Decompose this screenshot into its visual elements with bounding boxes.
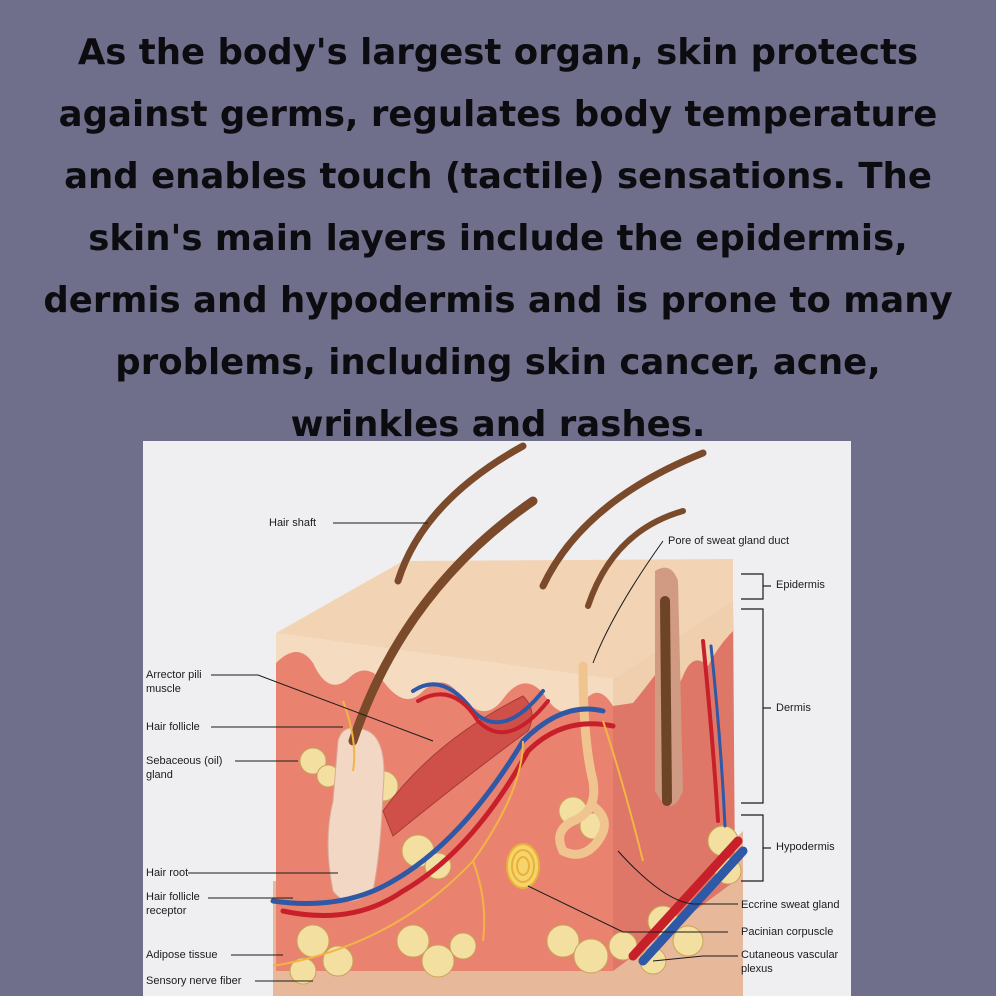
epidermis-top xyxy=(276,559,733,679)
label-sebaceous-gland: Sebaceous (oil) xyxy=(146,755,223,767)
hair-root-right xyxy=(660,596,672,806)
label-dermis: Dermis xyxy=(776,702,811,714)
label-sensory-nerve-fiber: Sensory nerve fiber xyxy=(146,975,242,987)
label-sebaceous-gland-2: gland xyxy=(146,769,173,781)
label-arrector-pili: Arrector pili xyxy=(146,669,202,681)
label-epidermis: Epidermis xyxy=(776,579,825,591)
label-cutaneous-vascular-plexus: Cutaneous vascular xyxy=(741,949,839,961)
blood-vessels xyxy=(270,639,748,966)
sweat-gland-duct xyxy=(555,661,609,859)
label-hair-shaft: Hair shaft xyxy=(269,517,317,529)
headline-line: dermis and hypodermis and is prone to ma… xyxy=(43,280,953,321)
headline-line: wrinkles and rashes. xyxy=(290,404,706,445)
label-hair-follicle-receptor: Hair follicle xyxy=(146,891,200,903)
label-cutaneous-vascular-plexus-2: plexus xyxy=(741,963,773,975)
headline-line: and enables touch (tactile) sensations. … xyxy=(64,156,932,197)
layer-brackets xyxy=(741,573,771,882)
skin-diagram: Hair shaft Pore of sweat gland duct Epid… xyxy=(143,441,851,996)
label-arrector-pili-2: muscle xyxy=(146,683,181,695)
hair-follicle xyxy=(327,727,385,902)
skin-cross-section-illustration xyxy=(188,442,771,996)
label-hair-root: Hair root xyxy=(146,867,189,879)
pacinian-corpuscle xyxy=(506,843,540,889)
headline-line: problems, including skin cancer, acne, xyxy=(115,342,881,383)
leader-lines xyxy=(188,522,738,982)
hair-shafts xyxy=(348,442,707,746)
label-pore: Pore of sweat gland duct xyxy=(668,535,790,547)
label-adipose-tissue: Adipose tissue xyxy=(146,949,218,961)
label-eccrine-sweat-gland: Eccrine sweat gland xyxy=(741,899,840,911)
label-hair-follicle-receptor-2: receptor xyxy=(146,905,187,917)
headline-line: against germs, regulates body temperatur… xyxy=(58,94,938,135)
label-hair-follicle: Hair follicle xyxy=(146,721,200,733)
nerve-fibers xyxy=(272,700,644,967)
label-pacinian-corpuscle: Pacinian corpuscle xyxy=(741,926,834,938)
epidermis-front xyxy=(276,633,613,713)
headline-line: skin's main layers include the epidermis… xyxy=(88,218,908,259)
headline-line: As the body's largest organ, skin protec… xyxy=(77,32,919,73)
headline: As the body's largest organ, skin protec… xyxy=(0,22,996,456)
label-hypodermis: Hypodermis xyxy=(776,841,835,853)
